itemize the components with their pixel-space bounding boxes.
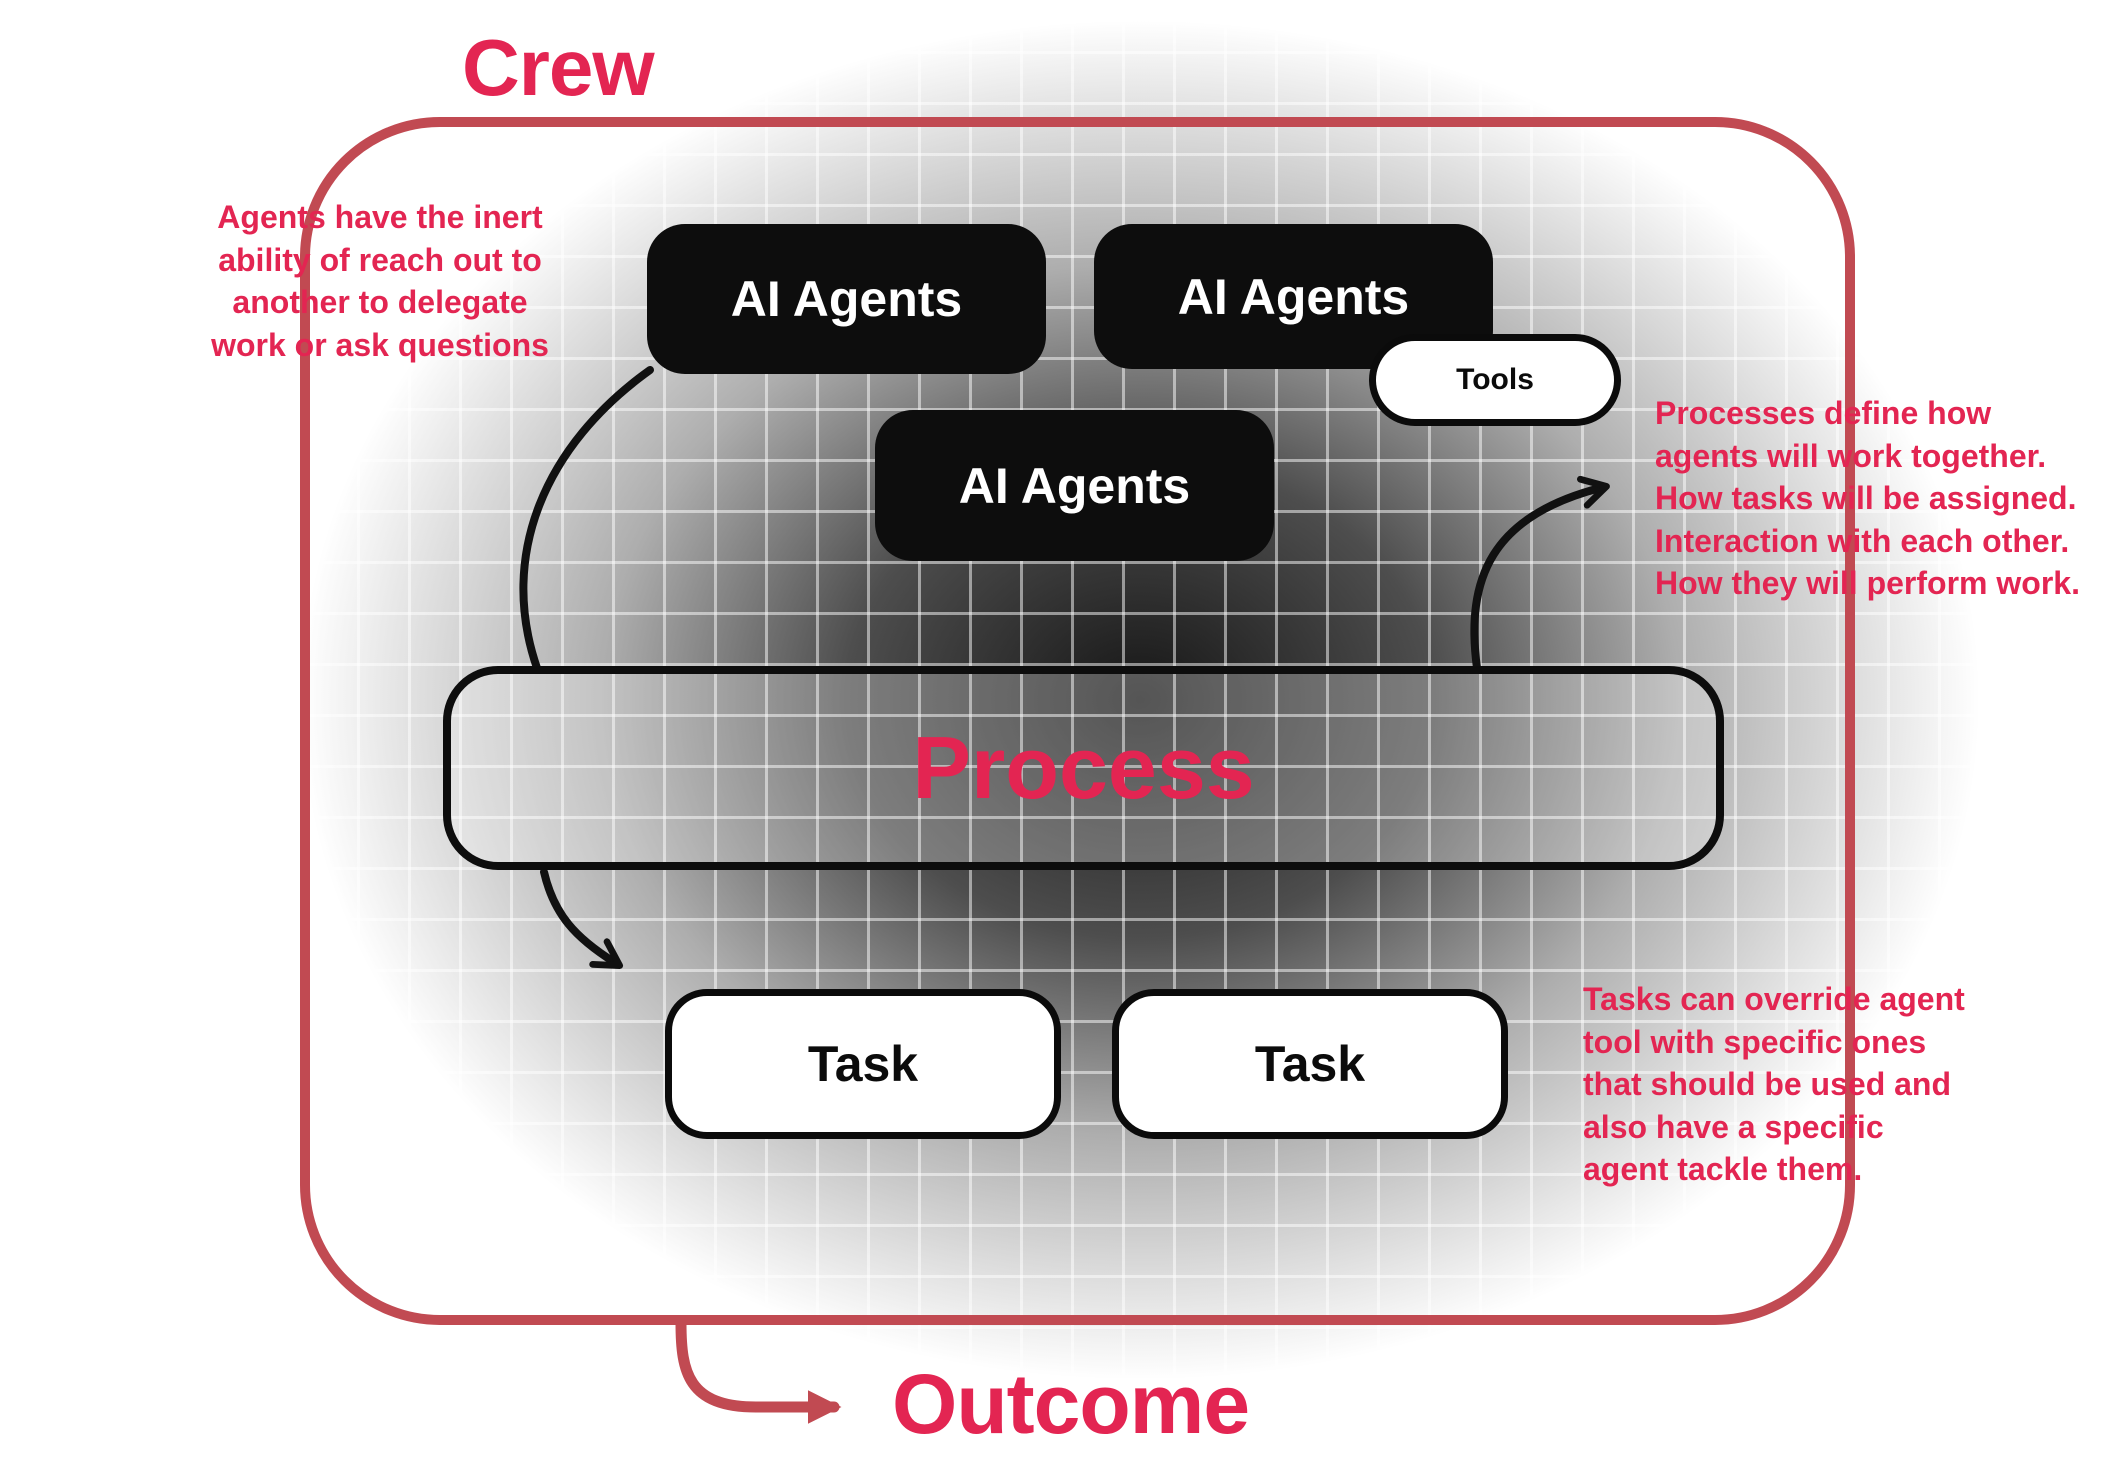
annotation-tasks: Tasks can override agent tool with speci…: [1583, 978, 2053, 1191]
tools-pill: Tools: [1369, 334, 1621, 426]
annotation-line: work or ask questions: [211, 326, 549, 363]
annotation-line: How they will perform work.: [1655, 565, 2080, 602]
annotation-line: How tasks will be assigned.: [1655, 480, 2077, 517]
annotation-line: also have a specific: [1583, 1108, 1884, 1145]
annotation-line: agents will work together.: [1655, 437, 2047, 474]
annotation-line: Agents have the inert: [217, 199, 543, 235]
crew-title: Crew: [462, 23, 655, 112]
ai-agents-box-3: AI Agents: [875, 410, 1274, 561]
annotation-line: Processes define how: [1655, 395, 1992, 431]
process-to-annotation-arrow: [1470, 475, 1610, 672]
process-to-task-arrow: [540, 868, 624, 969]
annotation-line: ability of reach out to: [218, 241, 542, 278]
crew-to-outcome-arrow: [675, 1317, 842, 1424]
ai-agents-label: AI Agents: [1177, 268, 1410, 325]
annotation-line: agent tackle them.: [1583, 1151, 1863, 1188]
task-box-1: Task: [665, 989, 1061, 1139]
ai-agents-label: AI Agents: [730, 271, 963, 327]
annotation-line: another to delegate: [232, 284, 528, 321]
annotation-processes: Processes define how agents will work to…: [1655, 392, 2128, 605]
tools-label: Tools: [1456, 363, 1534, 396]
process-label: Process: [912, 718, 1255, 817]
outcome-label: Outcome: [892, 1357, 1250, 1451]
ai-agents-box-2: AI Agents: [1094, 224, 1493, 369]
task-label: Task: [1254, 1036, 1366, 1092]
process-box: Process: [443, 666, 1724, 870]
annotation-line: Tasks can override agent: [1583, 981, 1965, 1017]
annotation-agents-delegation: Agents have the inert ability of reach o…: [170, 196, 590, 366]
crew-border: [300, 117, 1855, 1325]
annotation-line: tool with specific ones: [1583, 1023, 1927, 1060]
agent-to-process-curve: [519, 366, 654, 672]
ai-agents-label: AI Agents: [958, 457, 1191, 514]
ai-agents-box-1: AI Agents: [647, 224, 1046, 374]
annotation-line: that should be used and: [1583, 1066, 1952, 1103]
annotation-line: Interaction with each other.: [1655, 522, 2070, 559]
task-label: Task: [807, 1036, 919, 1092]
task-box-2: Task: [1112, 989, 1508, 1139]
